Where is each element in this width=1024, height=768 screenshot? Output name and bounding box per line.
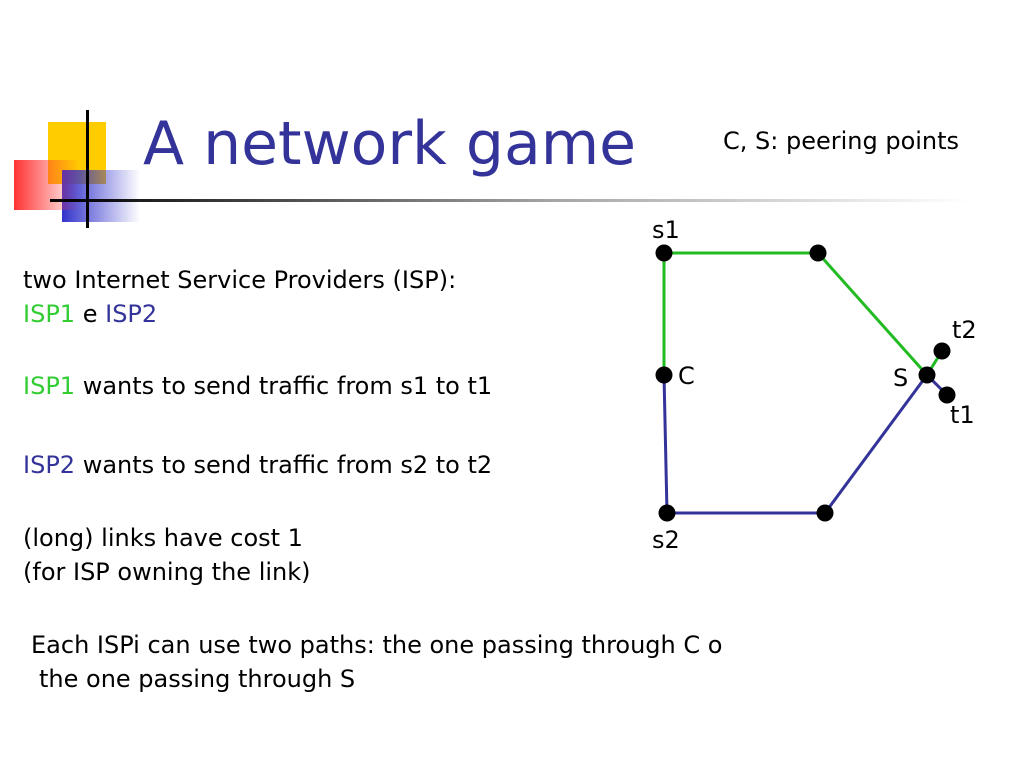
node-s2: [658, 504, 676, 522]
label-s: S: [893, 364, 908, 392]
isp1-goal-text: wants to send traffic from s1 to t1: [82, 372, 493, 400]
label-t1: t1: [950, 401, 975, 429]
isp1-label: ISP1: [23, 300, 76, 328]
isp2-goal: ISP2 wants to send traffic from s2 to t2: [23, 448, 492, 482]
node-top-right: [809, 244, 827, 262]
cost-line-1: (long) links have cost 1: [23, 524, 303, 552]
isp-joiner: e: [82, 300, 98, 328]
isp-intro: two Internet Service Providers (ISP):: [23, 266, 457, 294]
peering-note: C, S: peering points: [723, 127, 960, 155]
node-s: [918, 366, 936, 384]
isp1-goal: ISP1 wants to send traffic from s1 to t1: [23, 369, 492, 403]
isp-names-line: ISP1 e ISP2: [23, 297, 157, 331]
paths-line-2: the one passing through S: [39, 665, 356, 693]
page-title: A network game: [143, 109, 637, 179]
edge-c-s2: [662, 374, 669, 514]
node-bottom-right: [816, 504, 834, 522]
isp2-goal-label: ISP2: [23, 451, 76, 479]
ornament-vertical-line: [86, 110, 89, 228]
label-c: C: [678, 362, 695, 390]
cost-line-2: (for ISP owning the link): [23, 558, 311, 586]
node-t1: [938, 386, 956, 404]
node-s1: [655, 244, 673, 262]
label-t2: t2: [952, 316, 977, 344]
isp2-goal-text: wants to send traffic from s2 to t2: [82, 451, 493, 479]
title-underline: [50, 199, 970, 202]
edge-top-right-s: [816, 252, 929, 376]
isp1-goal-label: ISP1: [23, 372, 76, 400]
label-s1: s1: [652, 216, 680, 244]
label-s2: s2: [652, 526, 680, 554]
paths-line-1: Each ISPi can use two paths: the one pas…: [31, 631, 723, 659]
node-t2: [933, 342, 951, 360]
isp2-label: ISP2: [105, 300, 158, 328]
title-ornament: [14, 110, 970, 228]
node-c: [655, 366, 673, 384]
edge-bottom-right-s: [823, 374, 929, 514]
